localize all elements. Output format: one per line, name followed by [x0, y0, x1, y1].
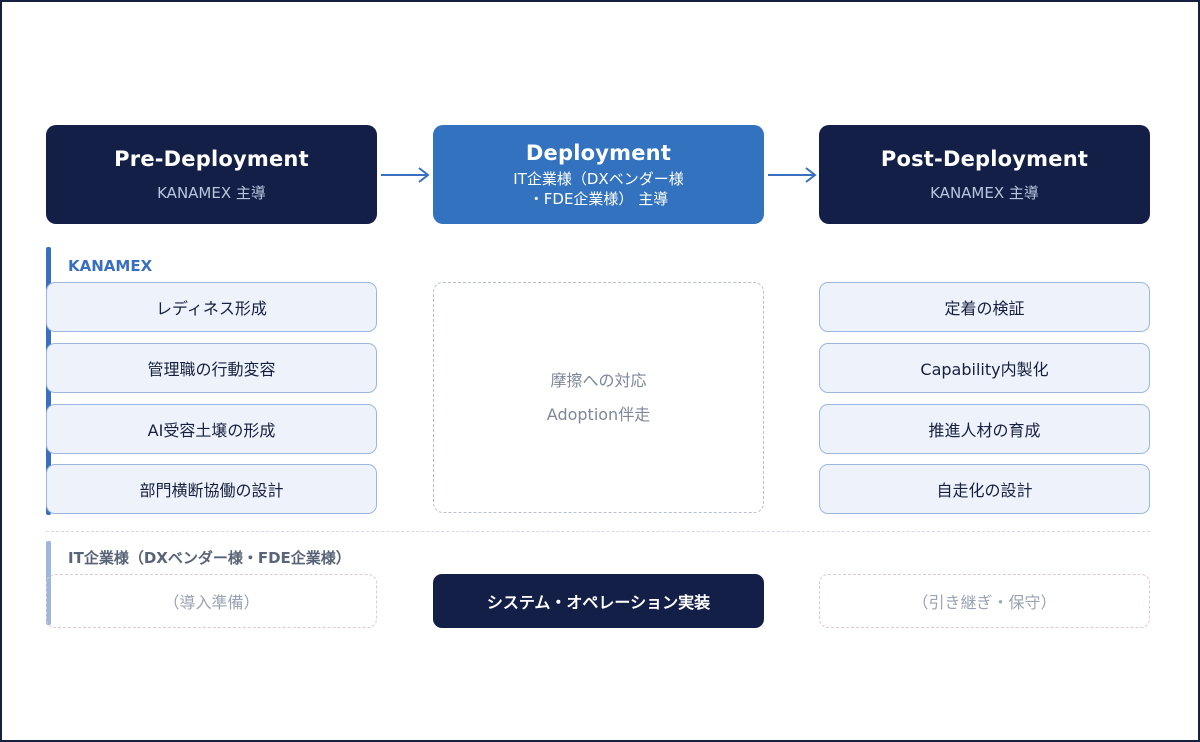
group-separator: [46, 531, 1150, 532]
phase-deployment: Deployment IT企業様（DXベンダー様 ・FDE企業様） 主導: [433, 125, 764, 224]
deploy-support-box: 摩擦への対応 Adoption伴走: [433, 282, 764, 513]
phase-post-title: Post-Deployment: [880, 146, 1089, 171]
post-item-capability: Capability内製化: [819, 343, 1150, 393]
it-group-label: IT企業様（DXベンダー様・FDE企業様）: [68, 549, 351, 567]
pre-item-manager-behavior: 管理職の行動変容: [46, 343, 377, 393]
post-item-talent: 推進人材の育成: [819, 404, 1150, 454]
pre-item-cross-dept: 部門横断協働の設計: [46, 464, 377, 514]
it-accent-bar: [46, 541, 51, 625]
post-item-verification: 定着の検証: [819, 282, 1150, 332]
phase-post-sub: KANAMEX 主導: [930, 183, 1039, 202]
phase-deploy-sub-line1: IT企業様（DXベンダー様: [513, 169, 684, 188]
it-post-item: （引き継ぎ・保守）: [819, 574, 1150, 628]
phase-deploy-title: Deployment: [525, 140, 672, 165]
phase-pre-deployment: Pre-Deployment KANAMEX 主導: [46, 125, 377, 224]
phase-pre-title: Pre-Deployment: [114, 146, 309, 171]
arrow-right-icon: [768, 167, 817, 183]
deploy-item-friction: 摩擦への対応: [550, 370, 647, 390]
it-deploy-item: システム・オペレーション実装: [433, 574, 764, 628]
pre-item-readiness: レディネス形成: [46, 282, 377, 332]
phase-pre-sub: KANAMEX 主導: [157, 183, 266, 202]
post-item-autonomy: 自走化の設計: [819, 464, 1150, 514]
pre-item-ai-acceptance: AI受容土壌の形成: [46, 404, 377, 454]
it-pre-item: （導入準備）: [46, 574, 377, 628]
arrow-right-icon: [381, 167, 430, 183]
phase-deploy-sub-line2: ・FDE企業様） 主導: [528, 189, 669, 208]
phase-post-deployment: Post-Deployment KANAMEX 主導: [819, 125, 1150, 224]
kanamex-group-label: KANAMEX: [68, 257, 153, 275]
deploy-item-adoption: Adoption伴走: [546, 404, 651, 424]
